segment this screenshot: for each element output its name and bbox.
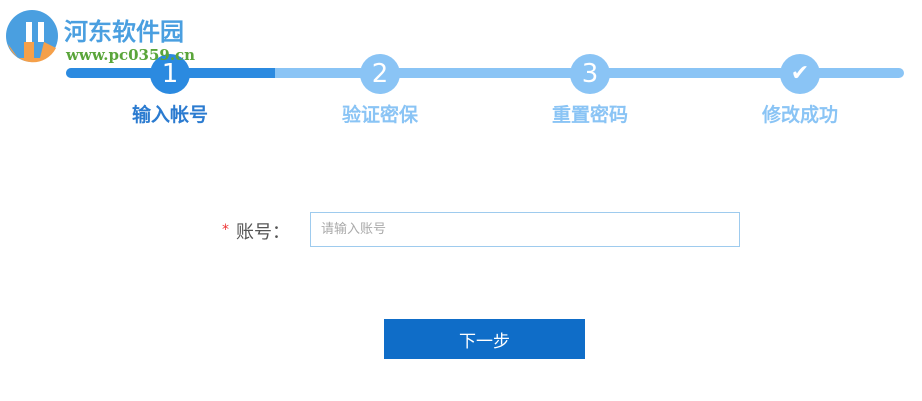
step-reset-password: 3 重置密码 <box>520 54 660 127</box>
account-input[interactable] <box>310 212 740 247</box>
account-label: 账号： <box>236 222 290 243</box>
required-mark: * <box>222 222 229 238</box>
step-number: 1 <box>150 54 190 94</box>
watermark-title: 河东软件园 <box>64 17 184 46</box>
step-label: 输入帐号 <box>131 104 208 126</box>
step-number: 3 <box>570 54 610 94</box>
step-label: 验证密保 <box>341 104 418 126</box>
logo-icon <box>6 10 58 63</box>
step-label: 修改成功 <box>761 104 838 126</box>
check-icon: ✔ <box>780 54 820 94</box>
step-label: 重置密码 <box>551 104 628 126</box>
step-input-account: 1 输入帐号 <box>100 54 240 127</box>
watermark-url: www.pc0359.cn <box>66 46 196 64</box>
next-button[interactable]: 下一步 <box>384 319 585 359</box>
step-number: 2 <box>360 54 400 94</box>
progress-track <box>66 68 904 78</box>
watermark-logo <box>4 8 64 68</box>
step-verify-security: 2 验证密保 <box>310 54 450 127</box>
step-success: ✔ 修改成功 <box>730 54 870 127</box>
